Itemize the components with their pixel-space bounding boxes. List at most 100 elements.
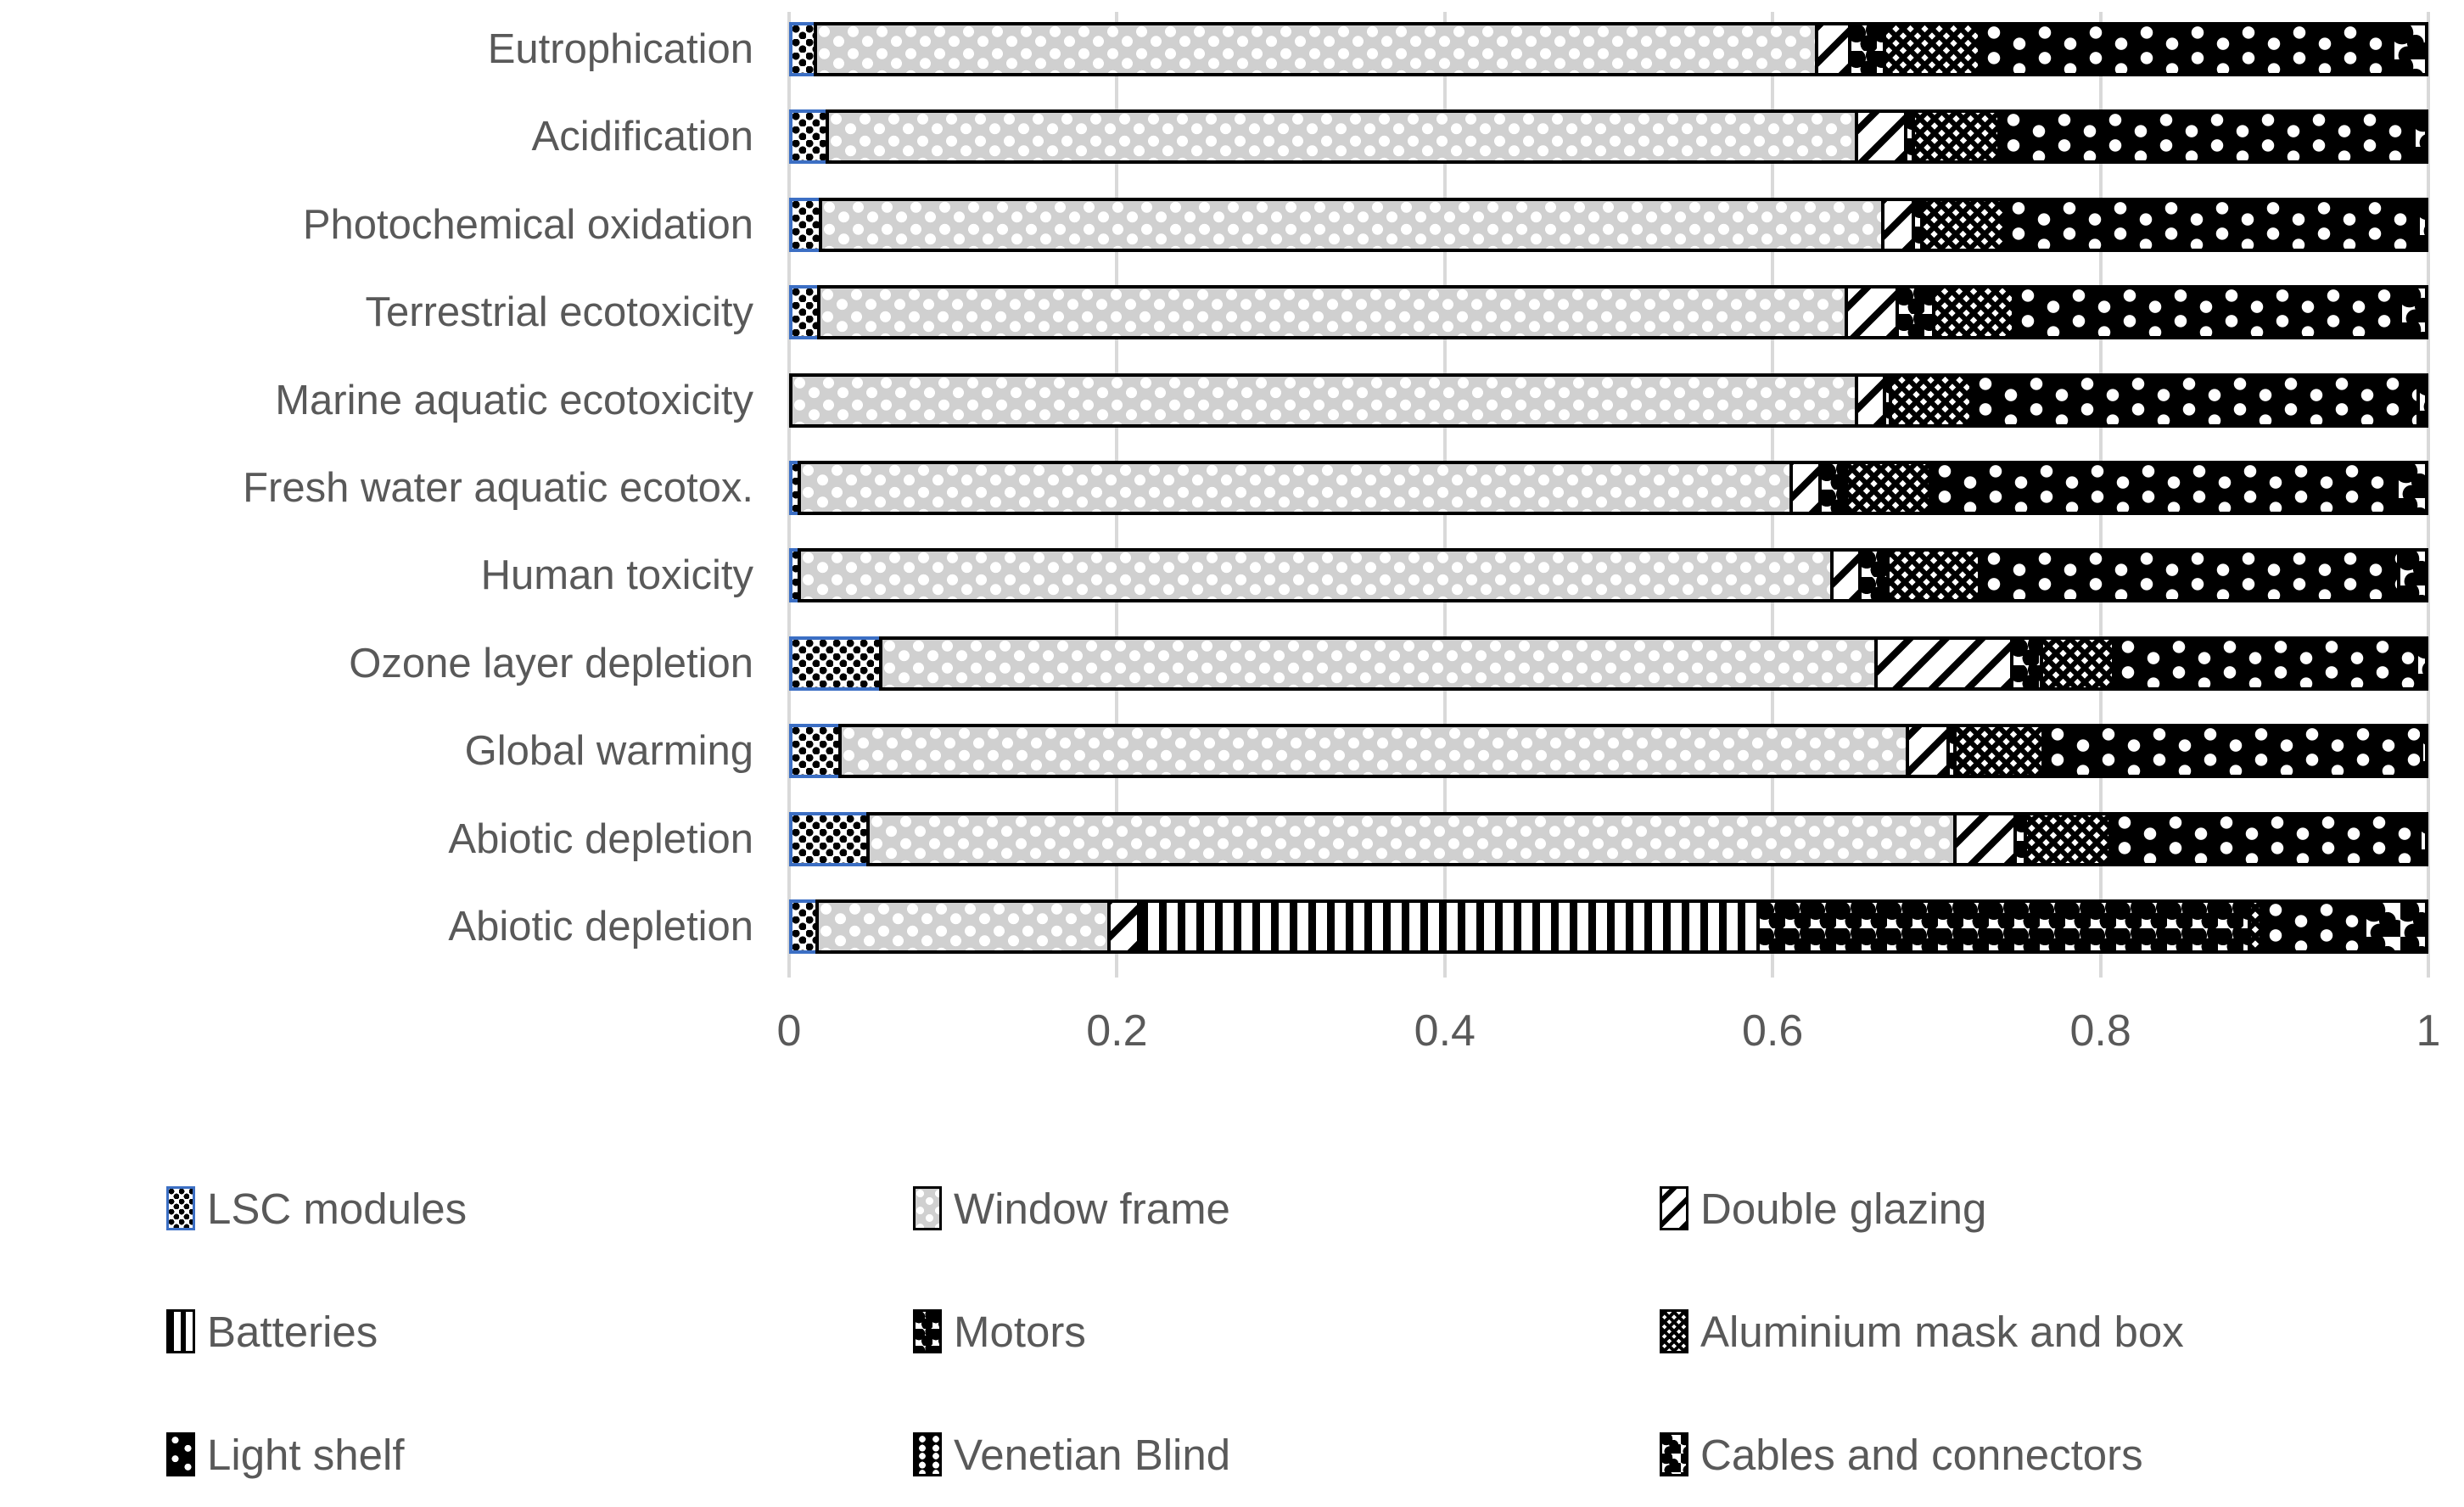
- bar-segment: [2416, 373, 2428, 428]
- bar-segment: [789, 899, 815, 954]
- legend-item[interactable]: Venetian Blind: [913, 1420, 1660, 1488]
- legend-label: Motors: [954, 1307, 1086, 1356]
- motors-swatch: [913, 1309, 942, 1353]
- bar-segment: [865, 811, 1953, 866]
- bar-segment: [1928, 461, 2396, 515]
- legend-label: Light shelf: [207, 1430, 405, 1479]
- legend-item[interactable]: Batteries: [166, 1297, 913, 1365]
- bar-segment: [2390, 22, 2428, 76]
- light-shelf-swatch: [166, 1432, 195, 1476]
- bar-segment: [1931, 285, 2013, 340]
- legend-item[interactable]: Double glazing: [1660, 1174, 2406, 1242]
- bar-segment: [815, 899, 1107, 954]
- bar-segment: [789, 461, 798, 515]
- category-label: Photochemical oxidation: [302, 201, 753, 248]
- bar-segment: [1885, 548, 1978, 603]
- legend-label: Double glazing: [1700, 1184, 1987, 1233]
- bar-segment: [837, 724, 1906, 779]
- bar-segment: [1905, 724, 1946, 779]
- bar-segment: [1889, 373, 1970, 428]
- bar-segment: [2420, 724, 2428, 779]
- stacked-bar: [789, 197, 2428, 252]
- bar-segment: [2112, 636, 2416, 691]
- bar-segment: [797, 461, 1789, 515]
- legend-item[interactable]: Window frame: [913, 1174, 1660, 1242]
- bar-segment: [1882, 22, 1978, 76]
- window-frame-swatch: [913, 1186, 942, 1230]
- bar-segment: [2397, 548, 2428, 603]
- stacked-bar: [789, 373, 2428, 428]
- bar-segment: [1882, 373, 1890, 428]
- bar-segment: [1920, 197, 2002, 252]
- bar-segment: [1896, 285, 1932, 340]
- stacked-bar: [789, 461, 2428, 515]
- legend-item[interactable]: Motors: [913, 1297, 1660, 1365]
- category-label: Abiotic depletion: [448, 904, 753, 950]
- stacked-bar: [789, 636, 2428, 691]
- legend-label: LSC modules: [207, 1184, 468, 1233]
- bar-segment: [1854, 373, 1883, 428]
- bar-segment: [1952, 811, 2014, 866]
- cables-swatch: [1660, 1432, 1688, 1476]
- bar-segment: [1946, 724, 1953, 779]
- bar-row: [789, 109, 2428, 165]
- bar-segment: [1977, 22, 2391, 76]
- bar-segment: [1106, 899, 1137, 954]
- bar-segment: [1756, 899, 2248, 954]
- legend-item[interactable]: LSC modules: [166, 1174, 913, 1242]
- plot-area: [787, 12, 2430, 978]
- legend-item[interactable]: Aluminium mask and box: [1660, 1297, 2406, 1365]
- bar-segment: [789, 109, 826, 165]
- bar-row: [789, 724, 2428, 779]
- bar-segment: [789, 636, 880, 691]
- legend-item[interactable]: Cables and connectors: [1660, 1420, 2406, 1488]
- stacked-bar: [789, 548, 2428, 603]
- bar-row: [789, 285, 2428, 340]
- bar-segment: [789, 548, 798, 603]
- bar-segment: [2416, 197, 2428, 252]
- legend-item[interactable]: Light shelf: [166, 1420, 913, 1488]
- stacked-bar: [789, 22, 2428, 76]
- bar-segment: [1848, 22, 1883, 76]
- bar-row: [789, 461, 2428, 515]
- bar-row: [789, 548, 2428, 603]
- bar-segment: [2248, 899, 2260, 954]
- stacked-bar: [789, 285, 2428, 340]
- category-label: Abiotic depletion: [448, 815, 753, 862]
- bar-segment: [1136, 899, 1756, 954]
- bar-segment: [2411, 109, 2428, 165]
- bar-segment: [789, 373, 1855, 428]
- stacked-bar: [789, 724, 2428, 779]
- bar-segment: [813, 22, 1816, 76]
- stacked-bar: [789, 899, 2428, 954]
- legend-label: Venetian Blind: [954, 1430, 1231, 1479]
- legend-label: Cables and connectors: [1700, 1430, 2143, 1479]
- venetian-blind-swatch: [913, 1432, 942, 1476]
- x-tick-label: 0.8: [2069, 1006, 2131, 1056]
- category-label: Human toxicity: [480, 552, 753, 599]
- bar-segment: [1857, 548, 1886, 603]
- x-tick-label: 0.2: [1086, 1006, 1148, 1056]
- bar-segment: [1996, 109, 2412, 165]
- bar-segment: [789, 197, 819, 252]
- bar-segment: [2023, 811, 2109, 866]
- bar-segment: [2399, 285, 2428, 340]
- x-tick-label: 0.4: [1414, 1006, 1476, 1056]
- bar-segment: [816, 285, 1845, 340]
- bar-segment: [2362, 899, 2428, 954]
- gridline-1: [2427, 12, 2430, 978]
- batteries-swatch: [166, 1309, 195, 1353]
- bar-segment: [1854, 109, 1904, 165]
- bar-row: [789, 636, 2428, 691]
- bar-row: [789, 373, 2428, 428]
- bar-segment: [2010, 636, 2041, 691]
- bar-row: [789, 22, 2428, 76]
- bar-segment: [1815, 22, 1849, 76]
- bar-segment: [1845, 461, 1929, 515]
- category-label: Terrestrial ecotoxicity: [365, 289, 753, 336]
- bar-segment: [1912, 109, 1997, 165]
- bar-segment: [2041, 724, 2421, 779]
